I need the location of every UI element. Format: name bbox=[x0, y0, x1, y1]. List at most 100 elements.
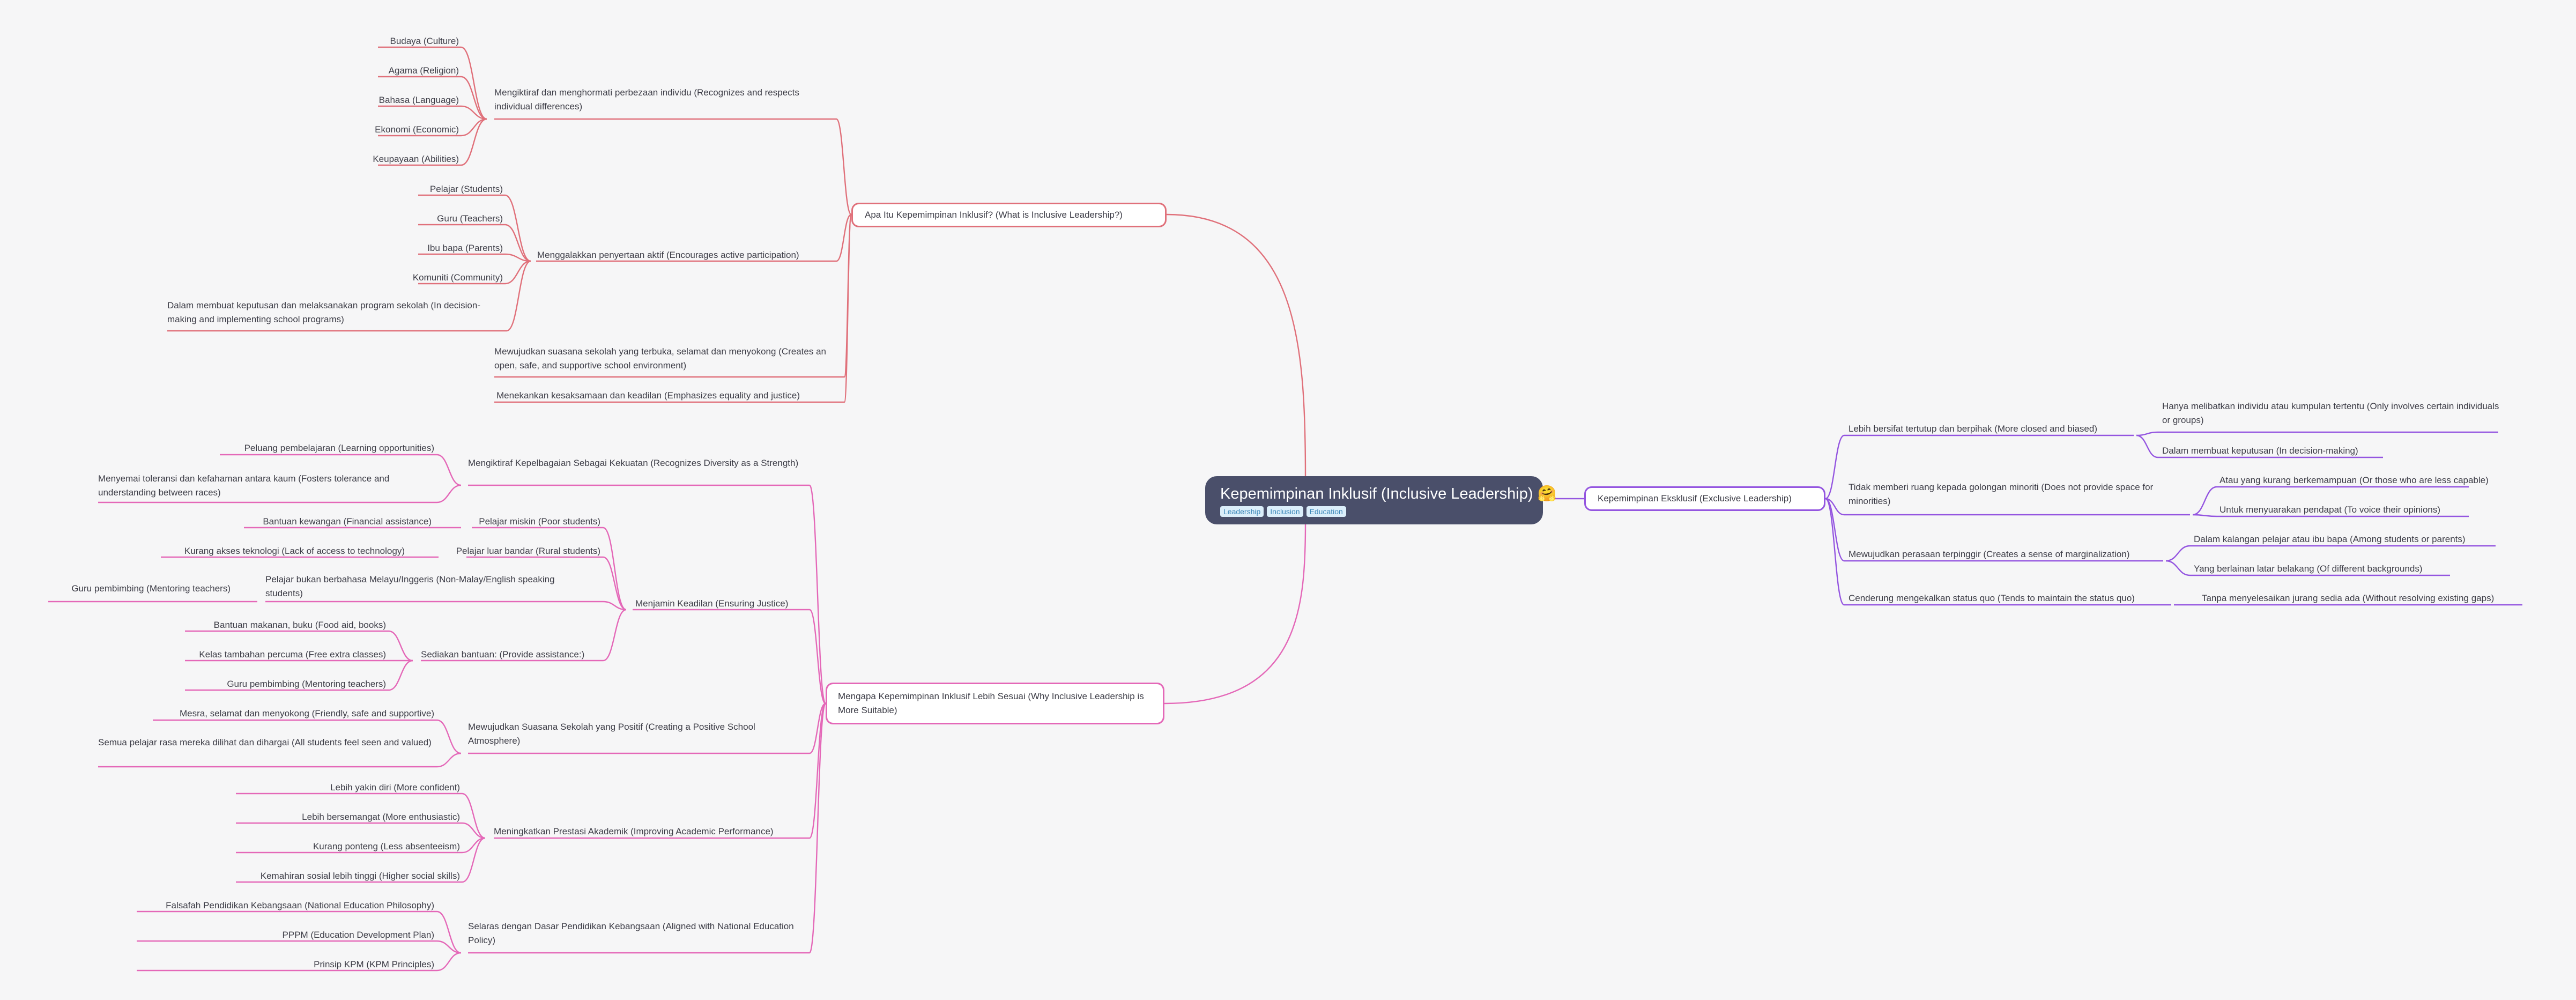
branch-apa-title: Apa Itu Kepemimpinan Inklusif? (What is … bbox=[865, 210, 1123, 220]
eks-status-item[interactable]: Tanpa menyelesaikan jurang sedia ada (Wi… bbox=[2202, 593, 2495, 603]
apa-participation-item[interactable]: Pelajar (Students) bbox=[429, 184, 503, 194]
justice-assist-item[interactable]: Guru pembimbing (Mentoring teachers) bbox=[227, 679, 386, 689]
justice-poor[interactable]: Pelajar miskin (Poor students) bbox=[479, 516, 600, 527]
connector bbox=[1825, 434, 1845, 500]
connector bbox=[808, 609, 827, 705]
eks-marginal-item[interactable]: Dalam kalangan pelajar atau ibu bapa (Am… bbox=[2194, 534, 2466, 544]
mengapa-national[interactable]: Selaras dengan Dasar Pendidikan Kebangsa… bbox=[468, 921, 794, 945]
mengapa-academic-item[interactable]: Lebih bersemangat (More enthusiastic) bbox=[302, 812, 460, 822]
connector bbox=[603, 556, 627, 611]
mengapa-diversity[interactable]: Mengiktiraf Kepelbagaian Sebagai Kekuata… bbox=[468, 458, 799, 468]
connector bbox=[436, 752, 462, 768]
mengapa-academic-item[interactable]: Kemahiran sosial lebih tinggi (Higher so… bbox=[260, 871, 460, 881]
connector bbox=[1825, 498, 1845, 516]
mengapa-justice[interactable]: Menjamin Keadilan (Ensuring Justice) bbox=[635, 598, 789, 609]
eks-closed[interactable]: Lebih bersifat tertutup dan berpihak (Mo… bbox=[1849, 424, 2098, 434]
connector bbox=[2136, 431, 2158, 436]
justice-rural[interactable]: Pelajar luar bandar (Rural students) bbox=[456, 546, 600, 556]
connector bbox=[835, 118, 852, 216]
mengapa-academic-item[interactable]: Lebih yakin diri (More confident) bbox=[330, 782, 460, 792]
connector bbox=[603, 609, 627, 662]
eks-closed-item[interactable]: Hanya melibatkan individu atau kumpulan … bbox=[2162, 401, 2499, 425]
tag-inclusion[interactable]: Inclusion bbox=[1267, 506, 1303, 517]
connector bbox=[462, 792, 486, 839]
connector bbox=[436, 952, 462, 972]
mengapa-academic[interactable]: Meningkatkan Prestasi Akademik (Improvin… bbox=[494, 826, 774, 836]
justice-assist-item[interactable]: Kelas tambahan percuma (Free extra class… bbox=[199, 649, 386, 660]
eks-closed-item[interactable]: Dalam membuat keputusan (In decision-mak… bbox=[2162, 446, 2358, 456]
apa-recognizes-item[interactable]: Keupayaan (Abilities) bbox=[373, 154, 459, 164]
connector bbox=[504, 224, 531, 262]
connector bbox=[388, 630, 413, 662]
connector bbox=[836, 213, 852, 262]
connector bbox=[436, 910, 462, 954]
connector bbox=[462, 837, 486, 883]
mengapa-national-item[interactable]: Prinsip KPM (KPM Principles) bbox=[314, 959, 434, 969]
root-to-mengapa bbox=[1164, 524, 1306, 705]
connector bbox=[809, 702, 826, 754]
apa-recognizes-item[interactable]: Bahasa (Language) bbox=[378, 95, 459, 105]
connector bbox=[506, 260, 531, 332]
branch-mengapa-node[interactable]: Mengapa Kepemimpinan Inklusif Lebih Sesu… bbox=[826, 683, 1164, 724]
eks-marginal[interactable]: Mewujudkan perasaan terpinggir (Creates … bbox=[1849, 549, 2130, 559]
connector bbox=[461, 118, 487, 166]
apa-participation-item[interactable]: Ibu bapa (Parents) bbox=[427, 243, 503, 253]
mengapa-academic-item[interactable]: Kurang ponteng (Less absenteeism) bbox=[313, 841, 460, 851]
justice-assist-item[interactable]: Bantuan makanan, buku (Food aid, books) bbox=[213, 620, 386, 630]
connector bbox=[808, 702, 827, 839]
eks-marginal-item[interactable]: Yang berlainan latar belakang (Of differ… bbox=[2194, 564, 2423, 574]
connector bbox=[462, 822, 486, 839]
mengapa-diversity-item[interactable]: Menyemai toleransi dan kefahaman antara … bbox=[98, 473, 390, 498]
mengapa-diversity-item[interactable]: Peluang pembelajaran (Learning opportuni… bbox=[244, 443, 434, 453]
connector bbox=[436, 719, 462, 754]
apa-recognizes[interactable]: Mengiktiraf dan menghormati perbezaan in… bbox=[494, 87, 799, 112]
mengapa-national-item[interactable]: PPPM (Education Development Plan) bbox=[282, 930, 434, 940]
connector bbox=[603, 527, 627, 611]
connector bbox=[2136, 434, 2158, 458]
connector bbox=[504, 260, 531, 285]
apa-participation-item[interactable]: Dalam membuat keputusan dan melaksanakan… bbox=[167, 300, 480, 324]
tag-leadership[interactable]: Leadership bbox=[1220, 506, 1264, 517]
connector bbox=[2165, 545, 2191, 562]
mengapa-positive[interactable]: Mewujudkan Suasana Sekolah yang Positif … bbox=[468, 722, 755, 746]
connector bbox=[388, 660, 413, 691]
apa-equality[interactable]: Menekankan kesaksamaan dan keadilan (Emp… bbox=[496, 390, 800, 401]
connector bbox=[436, 454, 462, 486]
root-title: Kepemimpinan Inklusif (Inclusive Leaders… bbox=[1220, 485, 1557, 502]
eks-minority[interactable]: Tidak memberi ruang kepada golongan mino… bbox=[1849, 482, 2154, 506]
connector bbox=[461, 105, 487, 120]
branch-eksklusif-node[interactable]: Kepemimpinan Eksklusif (Exclusive Leader… bbox=[1584, 486, 1825, 511]
apa-recognizes-item[interactable]: Budaya (Culture) bbox=[390, 36, 459, 46]
connector bbox=[1825, 498, 1845, 606]
connector bbox=[504, 194, 531, 262]
justice-rural-item[interactable]: Kurang akses teknologi (Lack of access t… bbox=[184, 546, 405, 556]
connector bbox=[2192, 514, 2217, 517]
apa-participation-item[interactable]: Komuniti (Community) bbox=[412, 272, 503, 283]
root-to-apa bbox=[1166, 213, 1306, 477]
justice-nonmalay[interactable]: Pelajar bukan berbahasa Melayu/Inggeris … bbox=[265, 574, 555, 598]
apa-environment[interactable]: Mewujudkan suasana sekolah yang terbuka,… bbox=[494, 346, 826, 371]
eks-minority-item[interactable]: Atau yang kurang berkemampuan (Or those … bbox=[2219, 475, 2489, 485]
eks-status[interactable]: Cenderung mengekalkan status quo (Tends … bbox=[1849, 593, 2135, 603]
connector bbox=[808, 484, 827, 705]
apa-recognizes-item[interactable]: Agama (Religion) bbox=[388, 65, 459, 76]
branch-apa-node[interactable]: Apa Itu Kepemimpinan Inklusif? (What is … bbox=[851, 203, 1167, 227]
justice-assist[interactable]: Sediakan bantuan: (Provide assistance:) bbox=[421, 649, 585, 660]
tag-list: Leadership Inclusion Education bbox=[1220, 506, 1528, 517]
connector bbox=[843, 213, 852, 403]
tag-education[interactable]: Education bbox=[1306, 506, 1346, 517]
apa-participation-item[interactable]: Guru (Teachers) bbox=[437, 213, 503, 224]
justice-poor-item[interactable]: Bantuan kewangan (Financial assistance) bbox=[263, 516, 432, 527]
mengapa-positive-item[interactable]: Semua pelajar rasa mereka dilihat dan di… bbox=[98, 737, 432, 747]
connector bbox=[603, 601, 627, 611]
root-node[interactable]: Kepemimpinan Inklusif (Inclusive Leaders… bbox=[1205, 476, 1557, 524]
connector bbox=[461, 46, 487, 120]
apa-participation[interactable]: Menggalakkan penyertaan aktif (Encourage… bbox=[537, 250, 799, 260]
mengapa-national-item[interactable]: Falsafah Pendidikan Kebangsaan (National… bbox=[166, 900, 434, 910]
connector bbox=[2165, 560, 2191, 576]
apa-recognizes-item[interactable]: Ekonomi (Economic) bbox=[375, 124, 459, 135]
justice-nonmalay-item[interactable]: Guru pembimbing (Mentoring teachers) bbox=[71, 583, 231, 594]
eks-minority-item[interactable]: Untuk menyuarakan pendapat (To voice the… bbox=[2219, 505, 2441, 515]
mengapa-positive-item[interactable]: Mesra, selamat dan menyokong (Friendly, … bbox=[180, 708, 434, 718]
